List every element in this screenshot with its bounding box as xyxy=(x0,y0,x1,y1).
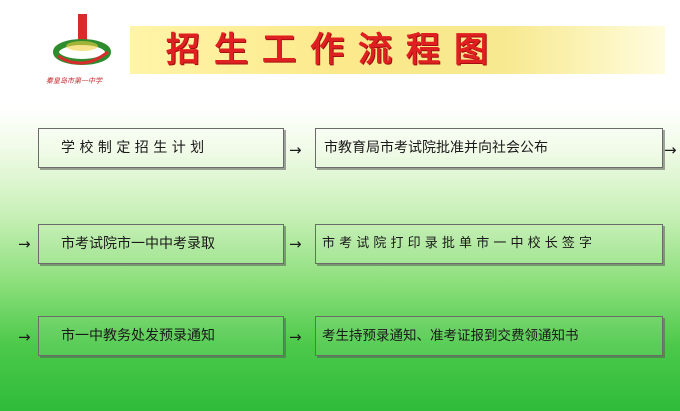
arrow-right: → xyxy=(289,235,302,253)
step-box-approve: 市教育局市考试院批准并向社会公布 xyxy=(315,128,663,168)
step-box-sign: 市 考 试 院 打 印 录 批 单 市 一 中 校 长 签 字 xyxy=(315,224,663,264)
header-banner: 秦皇岛市第一中学 招生工作流程图 xyxy=(0,0,680,92)
title-band xyxy=(130,26,665,74)
step-label-register: 考生持预录通知、准考证报到交费领通知书 xyxy=(322,328,579,344)
step-box-plan: 学 校 制 定 招 生 计 划 xyxy=(38,128,284,168)
page-title: 招生工作流程图 xyxy=(166,30,502,70)
arrow-right: → xyxy=(664,141,677,159)
step-label-notice: 市一中教务处发预录通知 xyxy=(61,328,215,344)
step-label-approve: 市教育局市考试院批准并向社会公布 xyxy=(324,140,548,156)
step-box-register: 考生持预录通知、准考证报到交费领通知书 xyxy=(315,316,663,356)
step-box-notice: 市一中教务处发预录通知 xyxy=(38,316,284,356)
school-name: 秦皇岛市第一中学 xyxy=(46,77,102,85)
arrow-right: → xyxy=(289,328,302,346)
step-label-admission: 市考试院市一中中考录取 xyxy=(61,236,215,252)
step-box-admission: 市考试院市一中中考录取 xyxy=(38,224,284,264)
step-label-sign: 市 考 试 院 打 印 录 批 单 市 一 中 校 长 签 字 xyxy=(322,236,592,251)
arrow-right: → xyxy=(18,235,31,253)
arrow-right: → xyxy=(18,328,31,346)
step-label-plan: 学 校 制 定 招 生 计 划 xyxy=(61,140,205,156)
arrow-right: → xyxy=(289,141,302,159)
school-logo-icon xyxy=(53,14,111,65)
